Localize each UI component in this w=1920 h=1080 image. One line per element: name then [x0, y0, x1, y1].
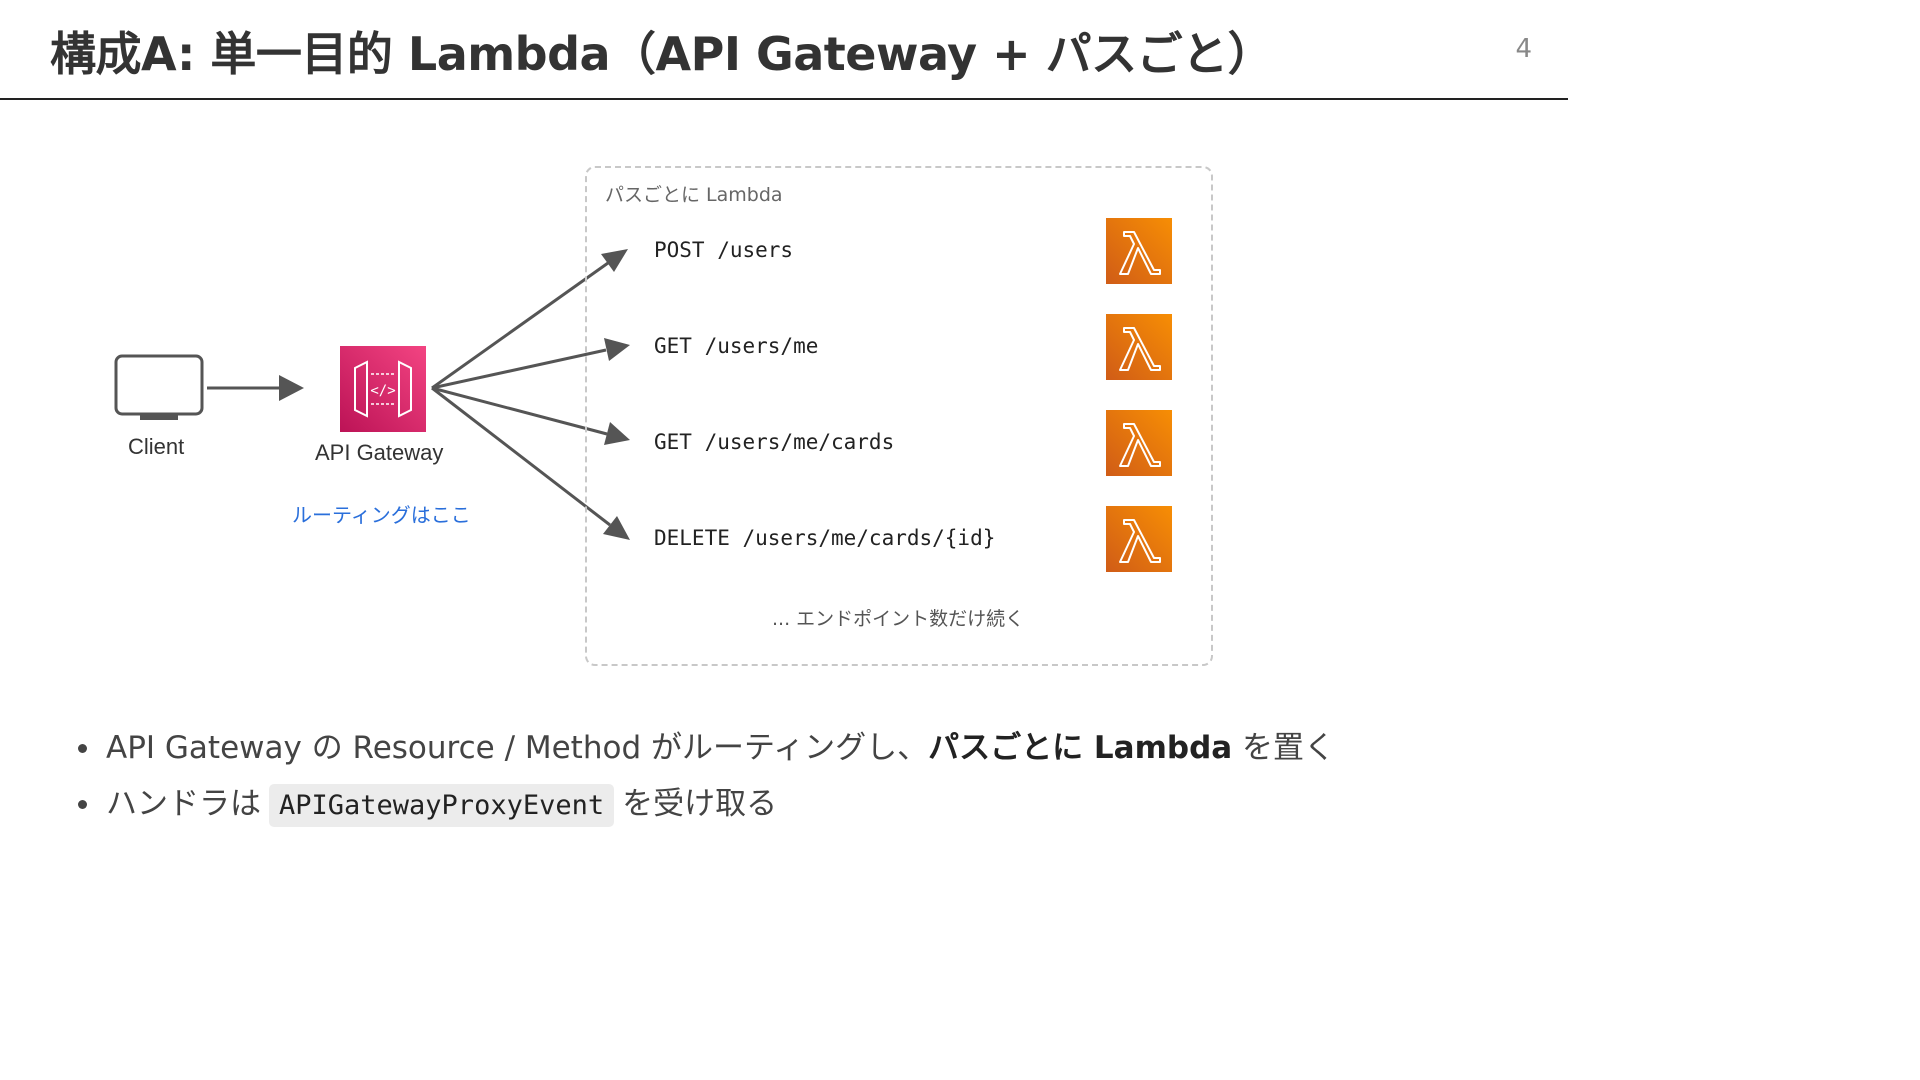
- bullet-dot: [78, 800, 87, 809]
- endpoint-footnote: ... エンドポイント数だけ続く: [772, 608, 1025, 630]
- client-to-gateway-arrow: [207, 375, 304, 401]
- gateway-to-get-cards-arrow: [431, 386, 630, 445]
- gateway-to-get-users-me-arrow: [431, 338, 630, 390]
- page-number: 4: [1515, 34, 1532, 64]
- bullet-emphasis: パスごとに Lambda: [928, 730, 1233, 766]
- slide-title: 構成A: 単一目的 Lambda（API Gateway + パスごと）: [50, 27, 1274, 81]
- endpoint-get-cards: GET /users/me/cards: [654, 430, 895, 454]
- gateway-to-delete-card-arrow: [431, 386, 630, 540]
- endpoint-post-users: POST /users: [654, 238, 794, 262]
- inline-code: APIGatewayProxyEvent: [269, 784, 615, 827]
- architecture-diagram: </> Client API Gateway ルーティングはここ パスごとに L…: [0, 100, 1568, 700]
- bullet-text: API Gateway の Resource / Method がルーティングし…: [106, 730, 1336, 766]
- bullet-dot: [78, 744, 87, 753]
- lambda-icon: [1106, 410, 1172, 476]
- bullet-list: API Gateway の Resource / Method がルーティングし…: [78, 722, 1518, 834]
- lambda-icon: [1106, 506, 1172, 572]
- svg-text:</>: </>: [370, 383, 395, 399]
- endpoint-delete-card: DELETE /users/me/cards/{id}: [654, 526, 996, 550]
- api-gateway-label: API Gateway: [315, 440, 444, 465]
- endpoint-get-users-me: GET /users/me: [654, 334, 819, 358]
- bullet-item: API Gateway の Resource / Method がルーティングし…: [78, 722, 1518, 778]
- client-label: Client: [128, 434, 185, 459]
- lambda-icon: [1106, 314, 1172, 380]
- routing-note: ルーティングはここ: [292, 503, 471, 527]
- lambda-icon: [1106, 218, 1172, 284]
- client-monitor-icon: [114, 354, 204, 420]
- gateway-to-post-users-arrow: [431, 249, 628, 390]
- diagram-canvas: </>: [114, 249, 630, 540]
- group-label: パスごとに Lambda: [605, 184, 783, 206]
- slide-header: 構成A: 単一目的 Lambda（API Gateway + パスごと） 4: [0, 0, 1568, 100]
- lambda-group-box: パスごとに Lambda: [585, 166, 1213, 666]
- api-gateway-icon: </>: [340, 346, 426, 432]
